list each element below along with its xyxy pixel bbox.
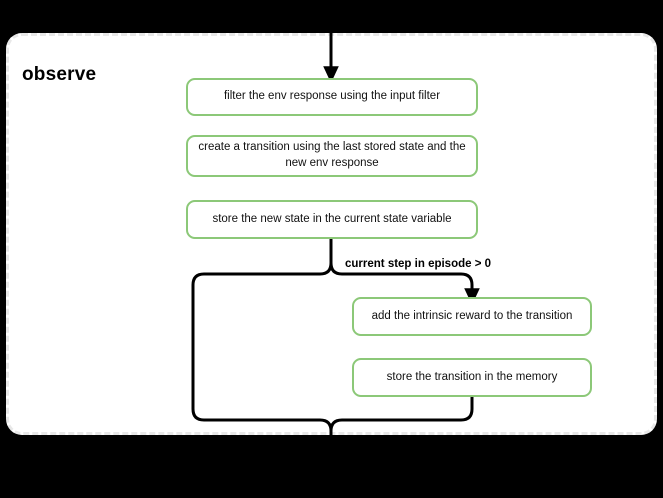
node-store-transition-memory[interactable]: store the transition in the memory [352, 358, 592, 397]
group-title-observe: observe [22, 64, 97, 85]
node-store-new-state[interactable]: store the new state in the current state… [186, 200, 478, 239]
edge-condition-to-intrinsic-reward [329, 261, 480, 306]
edge-bypass-branch [191, 237, 333, 446]
edge-label-current-step-condition: current step in episode > 0 [345, 258, 492, 270]
node-create-transition[interactable]: create a transition using the last store… [186, 135, 478, 177]
node-add-intrinsic-reward[interactable]: add the intrinsic reward to the transiti… [352, 297, 592, 336]
node-filter-env-response[interactable]: filter the env response using the input … [186, 78, 478, 116]
edge-memory-to-merge [329, 395, 474, 446]
